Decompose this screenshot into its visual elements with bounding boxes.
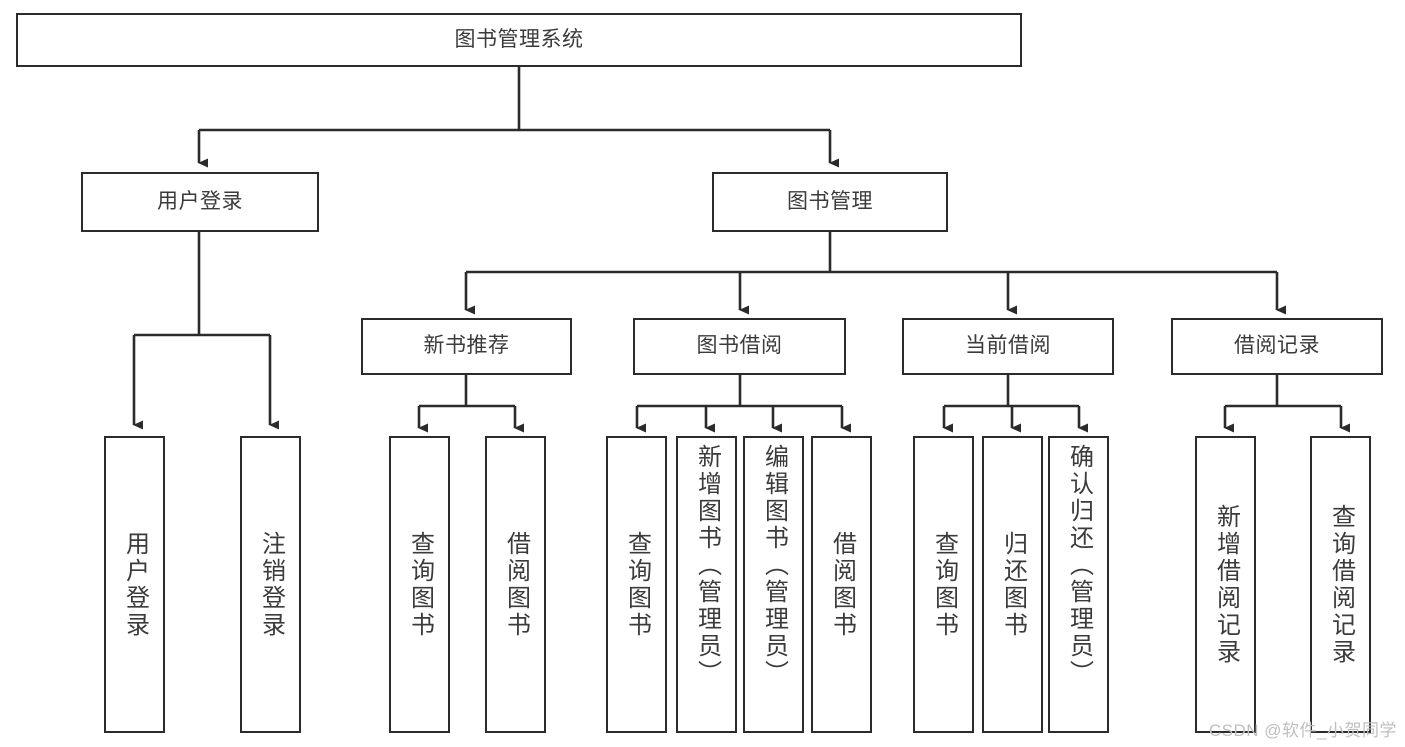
node-new-book-recommend[interactable]: 新书推荐: [361, 318, 572, 375]
node-book-management-label: 图书管理: [787, 189, 873, 213]
leaf-query-book-1-label: 查询图书: [406, 530, 434, 639]
leaf-user-login-label: 用户登录: [121, 530, 149, 639]
node-borrow-record-label: 借阅记录: [1234, 334, 1320, 358]
node-user-login-label: 用户登录: [157, 189, 243, 213]
leaf-borrow-book-1[interactable]: 借阅图书: [485, 436, 546, 733]
leaf-query-record[interactable]: 查询借阅记录: [1310, 436, 1371, 733]
node-root-label: 图书管理系统: [454, 27, 584, 51]
node-current-borrow-label: 当前借阅: [965, 334, 1051, 358]
leaf-edit-book-label: 编辑图书（管理员）: [760, 444, 788, 687]
leaf-add-book[interactable]: 新增图书（管理员）: [676, 436, 737, 733]
leaf-confirm-return-label: 确认归还（管理员）: [1065, 444, 1093, 687]
node-root[interactable]: 图书管理系统: [16, 13, 1022, 67]
leaf-logout-login-label: 注销登录: [257, 530, 285, 639]
node-book-borrow[interactable]: 图书借阅: [633, 318, 846, 375]
node-book-management[interactable]: 图书管理: [712, 172, 948, 232]
leaf-add-record[interactable]: 新增借阅记录: [1195, 436, 1256, 733]
node-borrow-record[interactable]: 借阅记录: [1171, 318, 1383, 375]
leaf-confirm-return[interactable]: 确认归还（管理员）: [1048, 436, 1109, 733]
leaf-borrow-book-2[interactable]: 借阅图书: [811, 436, 872, 733]
node-user-login[interactable]: 用户登录: [81, 172, 319, 232]
leaf-return-book[interactable]: 归还图书: [982, 436, 1043, 733]
connector-group-borrow-record: [1223, 375, 1350, 433]
leaf-add-book-label: 新增图书（管理员）: [693, 444, 721, 687]
leaf-user-login[interactable]: 用户登录: [104, 436, 165, 733]
connector-group-current-borrow: [942, 375, 1088, 433]
connector-group-user-login: [132, 232, 279, 430]
leaf-logout-login[interactable]: 注销登录: [240, 436, 301, 733]
leaf-query-book-1[interactable]: 查询图书: [389, 436, 450, 733]
leaf-edit-book[interactable]: 编辑图书（管理员）: [743, 436, 804, 733]
leaf-query-record-label: 查询借阅记录: [1327, 503, 1355, 666]
node-new-book-recommend-label: 新书推荐: [423, 334, 510, 358]
leaf-query-book-2-label: 查询图书: [623, 530, 651, 639]
node-current-borrow[interactable]: 当前借阅: [902, 318, 1114, 375]
connector-group-book-borrow: [635, 375, 851, 433]
node-book-borrow-label: 图书借阅: [696, 334, 783, 358]
leaf-add-record-label: 新增借阅记录: [1212, 503, 1240, 666]
leaf-borrow-book-1-label: 借阅图书: [502, 530, 530, 639]
leaf-query-book-3-label: 查询图书: [930, 530, 958, 639]
connector-group-root: [197, 67, 839, 168]
leaf-query-book-3[interactable]: 查询图书: [913, 436, 974, 733]
connector-group-book-management: [464, 232, 1286, 315]
leaf-query-book-2[interactable]: 查询图书: [606, 436, 667, 733]
leaf-return-book-label: 归还图书: [999, 530, 1027, 639]
watermark-text: CSDN @软件_小贺同学: [1208, 721, 1397, 740]
connector-group-new-book-recommend: [417, 375, 524, 433]
leaf-borrow-book-2-label: 借阅图书: [828, 530, 856, 639]
